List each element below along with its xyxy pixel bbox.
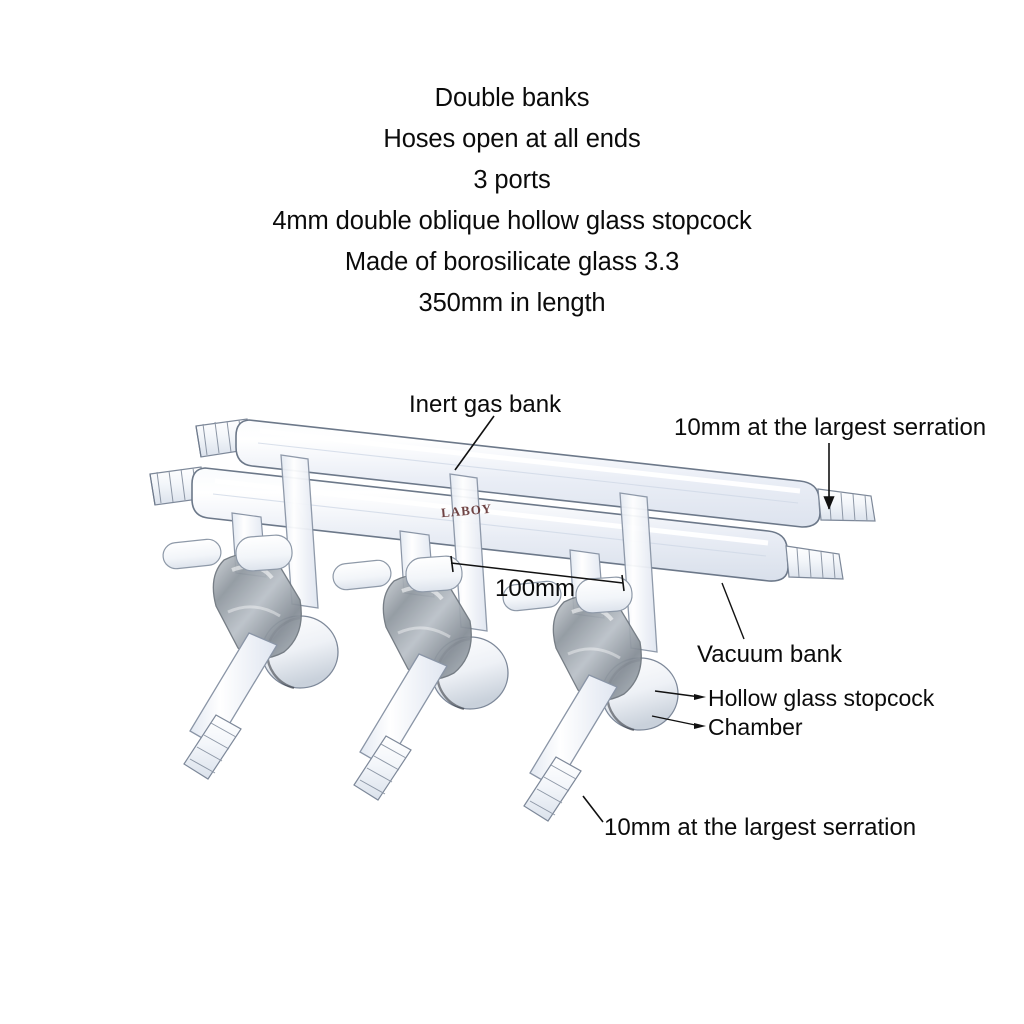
spec-line-5: Made of borosilicate glass 3.3: [344, 248, 680, 276]
spec-line-6: 350mm in length: [418, 289, 606, 317]
bank-drop-tubes: [280, 454, 658, 653]
spec-line-2: Hoses open at all ends: [383, 125, 641, 153]
stopcock-handle-arm-1-left: [162, 538, 222, 570]
stopcock-assembly-2: [332, 555, 509, 801]
callout-hollow-glass-stopcock: Hollow glass stopcock: [708, 685, 935, 711]
callout-dimension-100mm: 100mm: [495, 575, 576, 602]
stopcock-handle-arm-3-right: [575, 576, 633, 614]
callout-chamber: Chamber: [708, 714, 803, 740]
callout-inert-gas-bank: Inert gas bank: [409, 391, 562, 418]
barb-port-1: [183, 714, 242, 780]
callout-serration-bottom: 10mm at the largest serration: [604, 814, 917, 841]
stopcock-assembly-1: [162, 534, 339, 780]
callout-serration-top: 10mm at the largest serration: [674, 414, 987, 441]
callout-vacuum-bank: Vacuum bank: [697, 641, 842, 668]
spec-list: Double banks Hoses open at all ends 3 po…: [0, 78, 1024, 324]
spec-line-3: 3 ports: [473, 166, 551, 194]
stopcock-handle-arm-2-right: [405, 555, 463, 593]
barb-port-3: [523, 756, 582, 822]
barb-port-2: [353, 735, 412, 801]
barb-lower-right: [785, 545, 844, 580]
spec-line-1: Double banks: [434, 84, 590, 112]
stopcock-handle-arm-1-right: [235, 534, 293, 572]
stopcock-assembly-3: [502, 576, 679, 822]
stopcock-handle-arm-2-left: [332, 559, 392, 591]
barb-upper-right: [817, 488, 876, 522]
spec-line-4: 4mm double oblique hollow glass stopcock: [272, 207, 752, 235]
